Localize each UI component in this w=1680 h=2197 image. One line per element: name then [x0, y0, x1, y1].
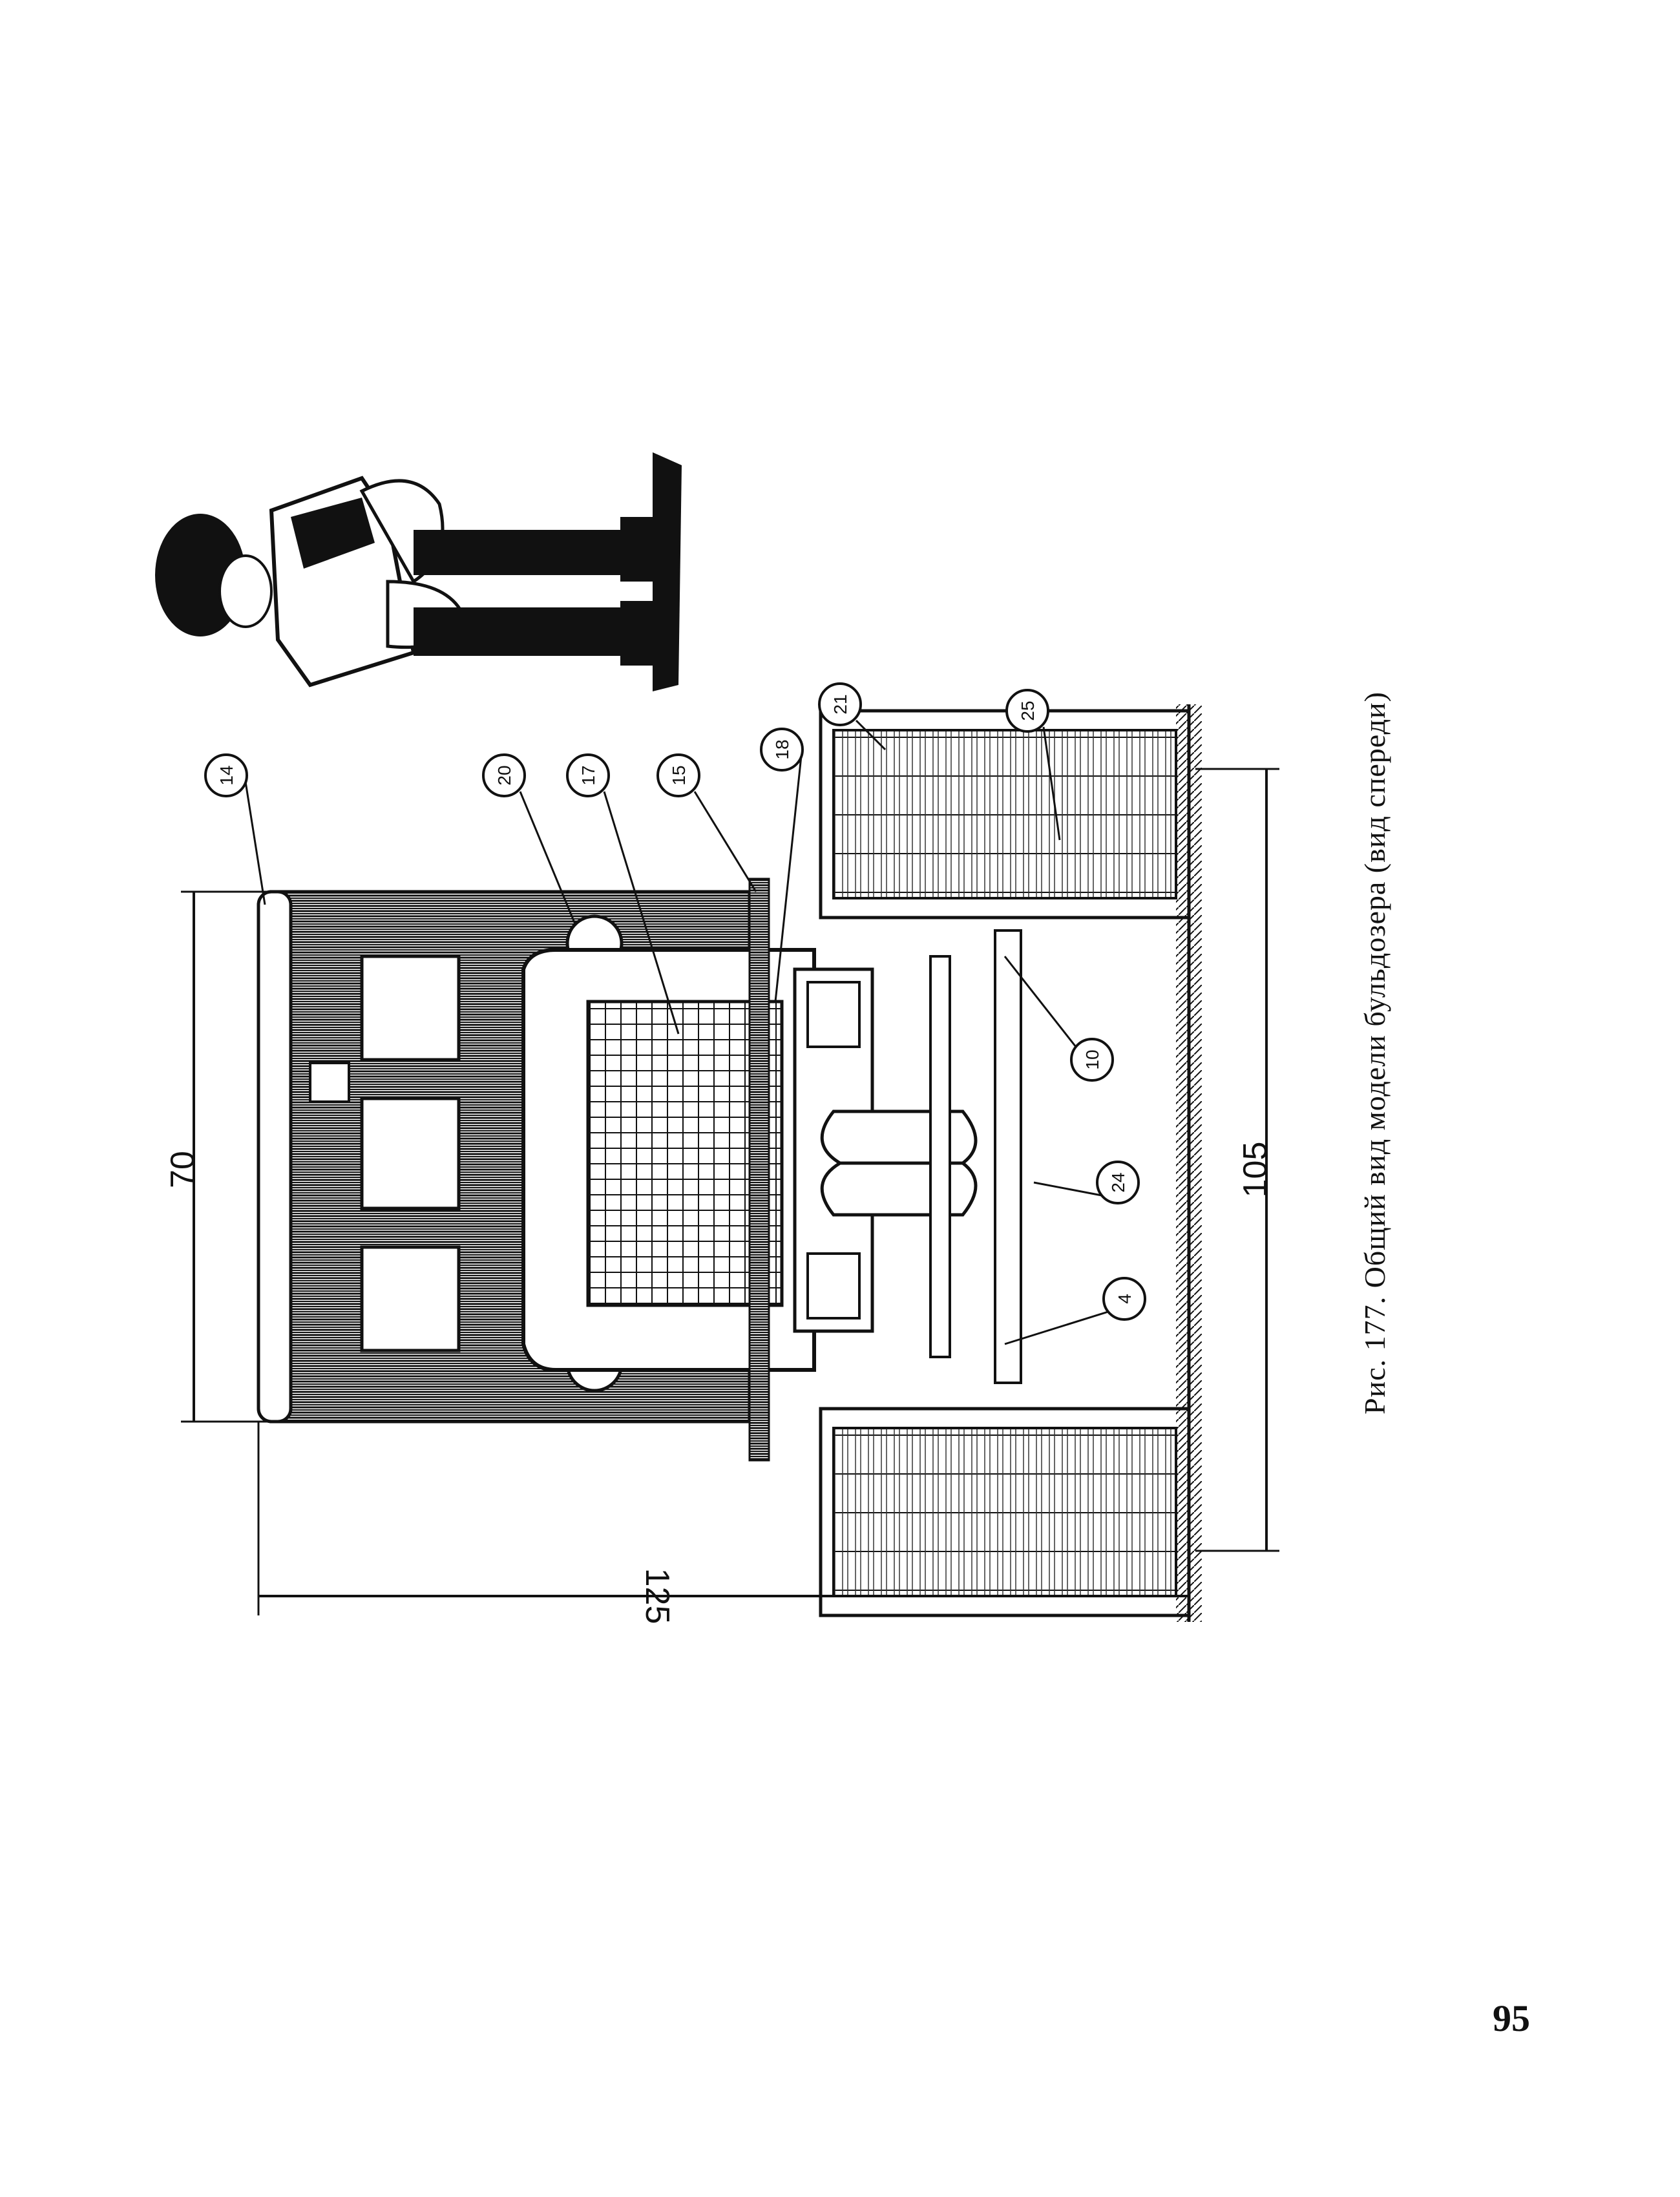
callout-4: 4	[1115, 1294, 1135, 1304]
callout-10: 10	[1082, 1049, 1102, 1069]
dimension-125: 125	[638, 1568, 676, 1624]
bulldozer-drawing	[257, 704, 1202, 1622]
leader-lines	[244, 719, 1109, 1345]
callout-14: 14	[216, 765, 236, 785]
person-illustration	[155, 452, 682, 691]
dimension-105: 105	[1237, 1142, 1274, 1198]
callout-15: 15	[669, 765, 689, 785]
callout-25: 25	[1018, 700, 1038, 720]
page-number: 95	[1493, 1997, 1530, 2039]
figure-caption: Рис. 177. Общий вид модели бульдозера (в…	[1358, 691, 1391, 1415]
callouts	[204, 682, 1146, 1321]
callout-20: 20	[494, 765, 514, 785]
callout-21: 21	[830, 694, 850, 714]
callout-labels: 14 20 17 15 18 21 25 10 24 4	[216, 694, 1135, 1303]
callout-24: 24	[1108, 1172, 1128, 1192]
dimension-lines	[181, 768, 1279, 1615]
dimension-70: 70	[164, 1151, 202, 1188]
callout-17: 17	[578, 765, 598, 785]
callout-18: 18	[772, 739, 792, 759]
